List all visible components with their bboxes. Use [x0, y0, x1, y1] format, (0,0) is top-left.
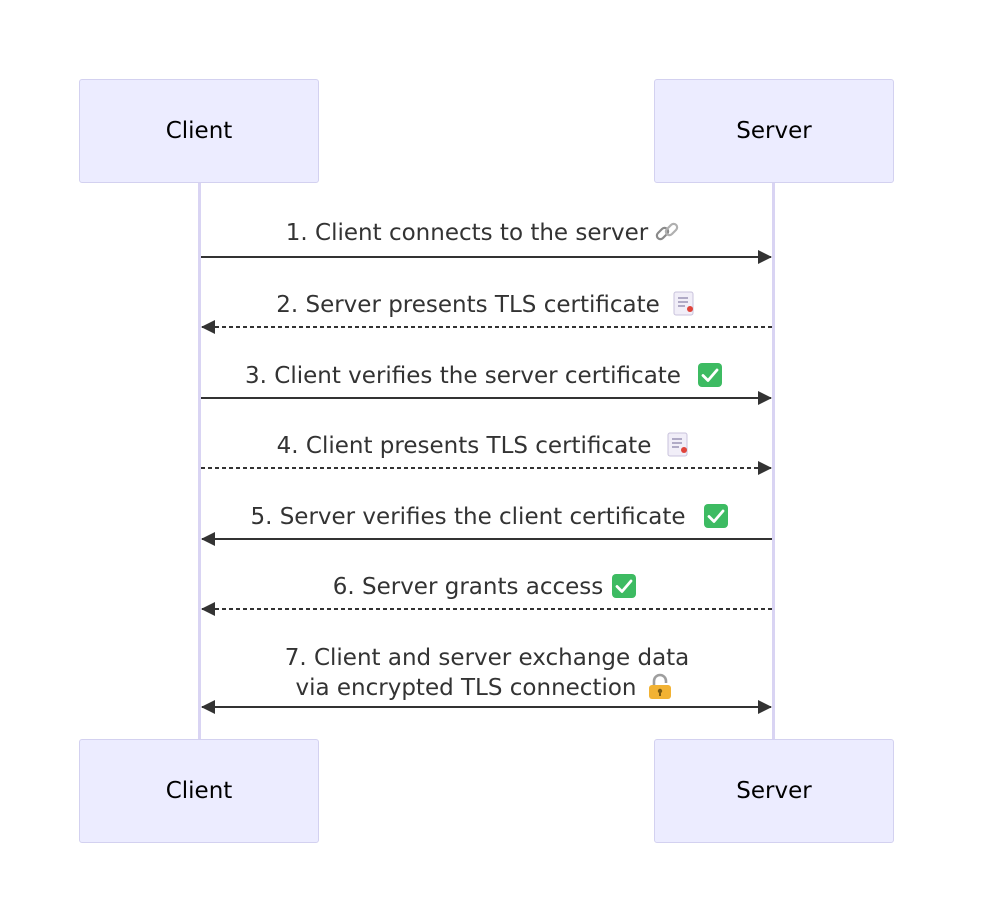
message-7[interactable]: 7. Client and server exchange data via e… [201, 645, 772, 714]
message-6-label: 6. Server grants access [333, 574, 604, 600]
message-1-label: 1. Client connects to the server [286, 220, 649, 246]
check-icon [698, 363, 722, 387]
server-actor-label: Server [736, 778, 812, 804]
message-4-label: 4. Client presents TLS certificate [277, 433, 652, 459]
message-7-label-line-1: 7. Client and server exchange data [285, 645, 690, 671]
message-3[interactable]: 3. Client verifies the server certificat… [201, 363, 772, 405]
message-6[interactable]: 6. Server grants access [201, 574, 772, 616]
check-icon [612, 574, 636, 598]
server-actor-label: Server [736, 118, 812, 144]
check-icon [704, 504, 728, 528]
link-icon [655, 222, 679, 241]
message-2-label: 2. Server presents TLS certificate [276, 292, 660, 318]
certificate-icon [667, 432, 688, 457]
server-lifeline [772, 183, 775, 740]
server-actor-bottom[interactable]: Server [654, 739, 894, 843]
message-5-label: 5. Server verifies the client certificat… [250, 504, 685, 530]
client-actor-label: Client [165, 778, 233, 804]
message-5[interactable]: 5. Server verifies the client certificat… [201, 504, 772, 546]
message-3-label: 3. Client verifies the server certificat… [245, 363, 681, 389]
client-actor-label: Client [165, 118, 233, 144]
message-2[interactable]: 2. Server presents TLS certificate [201, 291, 772, 334]
message-7-label-line-2: via encrypted TLS connection [295, 675, 636, 701]
message-1[interactable]: 1. Client connects to the server [201, 220, 772, 264]
client-actor-top[interactable]: Client [79, 79, 319, 183]
lock-icon [649, 673, 671, 699]
client-actor-bottom[interactable]: Client [79, 739, 319, 843]
client-lifeline [198, 183, 201, 740]
message-4[interactable]: 4. Client presents TLS certificate [201, 432, 772, 475]
server-actor-top[interactable]: Server [654, 79, 894, 183]
certificate-icon [673, 291, 694, 316]
